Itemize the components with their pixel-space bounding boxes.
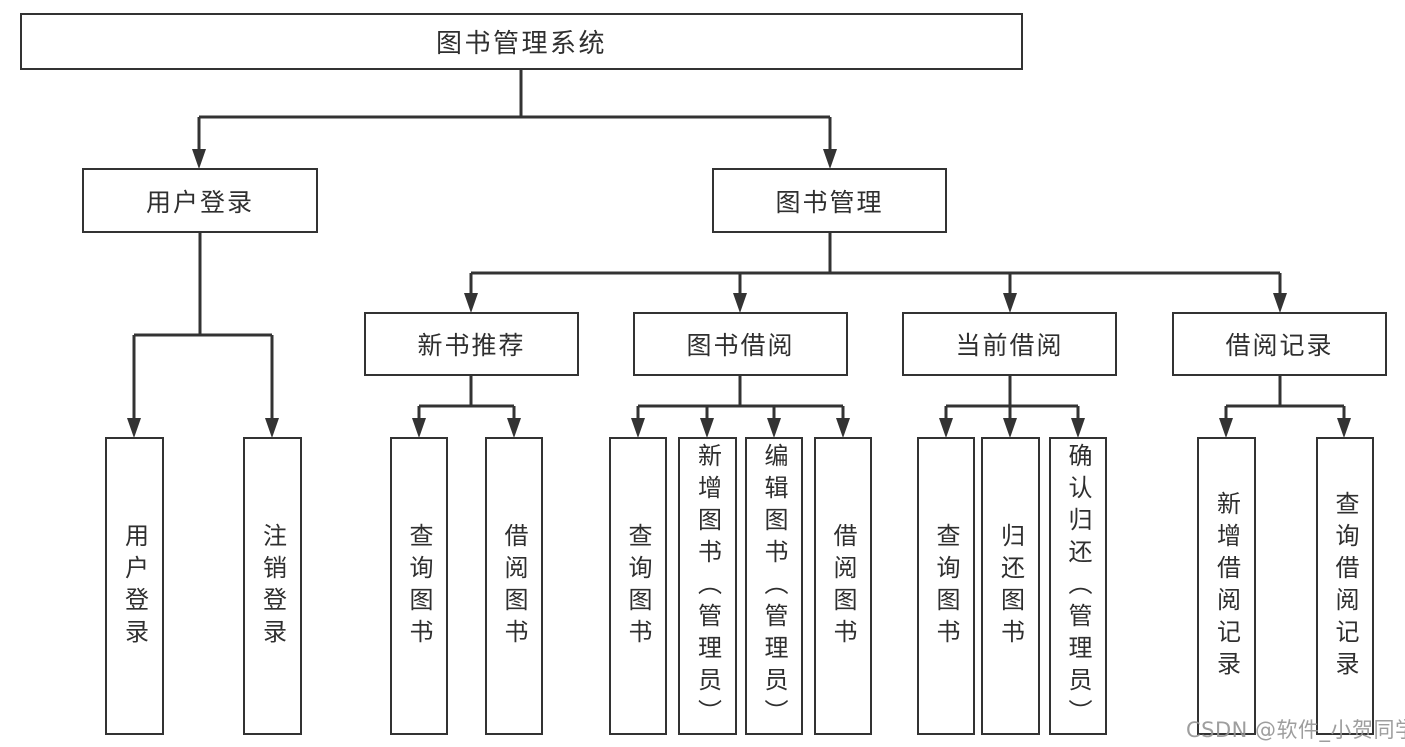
- connector-book-borrowing-children: [636, 376, 845, 419]
- connector-borrowing-records-children: [1224, 376, 1346, 419]
- leaf-edit-book-admin: 编辑图书（管理员）: [745, 437, 803, 735]
- node-current-borrowing: 当前借阅: [902, 312, 1117, 376]
- connector-book-management-children: [469, 233, 1282, 294]
- leaf-return-book: 归还图书: [981, 437, 1040, 735]
- leaf-add-borrow-record: 新增借阅记录: [1197, 437, 1256, 735]
- leaf-confirm-return-admin: 确认归还（管理员）: [1049, 437, 1107, 735]
- leaf-add-book-admin: 新增图书（管理员）: [678, 437, 737, 735]
- arrowheads-level3: [464, 293, 1287, 313]
- arrowheads-level2: [192, 149, 837, 169]
- node-book-management: 图书管理: [712, 168, 947, 233]
- node-borrowing-records: 借阅记录: [1172, 312, 1387, 376]
- leaf-user-login: 用户登录: [105, 437, 164, 735]
- node-root-library-management-system: 图书管理系统: [20, 13, 1023, 70]
- leaf-borrow-books-borrowing: 借阅图书: [814, 437, 872, 735]
- csdn-watermark: CSDN @软件_小贺同学: [1186, 718, 1405, 742]
- leaf-borrow-books-recommend: 借阅图书: [485, 437, 543, 735]
- arrowheads-borrowing-records-children: [1219, 418, 1351, 438]
- node-new-book-recommend: 新书推荐: [364, 312, 579, 376]
- leaf-query-books-borrowing: 查询图书: [609, 437, 667, 735]
- connector-user-login-children: [132, 233, 274, 419]
- node-user-login: 用户登录: [82, 168, 318, 233]
- arrowheads-user-login-children: [127, 418, 279, 438]
- connector-current-borrowing-children: [944, 376, 1080, 419]
- leaf-logout: 注销登录: [243, 437, 302, 735]
- arrowheads-book-borrowing-children: [631, 418, 850, 438]
- leaf-query-books-recommend: 查询图书: [390, 437, 448, 735]
- arrowheads-new-book-recommend-children: [412, 418, 521, 438]
- arrowheads-current-borrowing-children: [939, 418, 1085, 438]
- node-book-borrowing: 图书借阅: [633, 312, 848, 376]
- connector-root-to-level2: [197, 70, 832, 150]
- leaf-query-books-current: 查询图书: [917, 437, 975, 735]
- connector-new-book-recommend-children: [417, 376, 516, 419]
- leaf-query-borrow-record: 查询借阅记录: [1316, 437, 1374, 735]
